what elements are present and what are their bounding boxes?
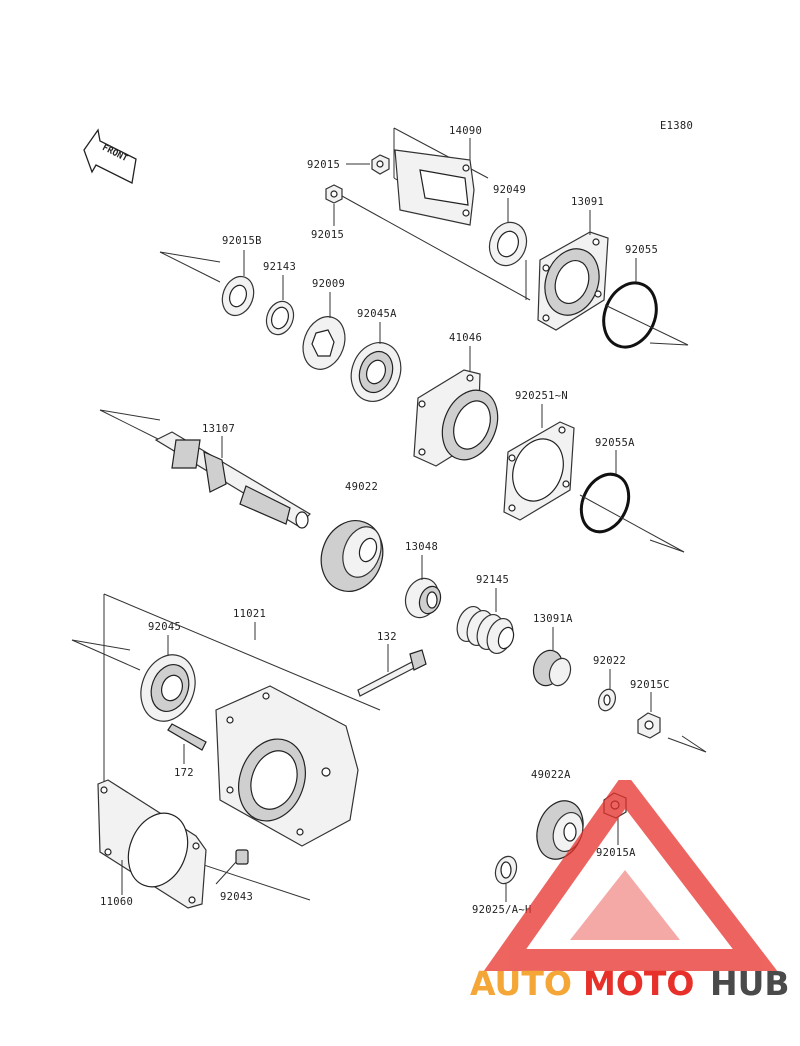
part-92055A-o-ring [579,472,631,534]
part-14090-bracket [393,127,489,226]
part-92145-spring [456,605,515,655]
part-41046-flange-housing [413,369,499,467]
label-92045: 92045 [148,621,181,633]
automotohub-watermark-logo: AUTO MOTO HUB [470,780,790,1003]
front-arrow-icon: FRONT [83,128,137,184]
label-92015B: 92015B [222,235,262,247]
diagram-code: E1380 [660,120,693,132]
label-920251-N: 920251~N [515,390,568,402]
part-92043-dowel-pin [235,849,249,865]
part-92022-washer [597,688,617,712]
label-92055A: 92055A [595,437,635,449]
brand-auto: AUTO [470,964,572,1003]
part-92009-spacer [302,316,346,370]
part-92143-collar [265,300,295,336]
part-92015-nut-top [371,154,390,175]
label-92043: 92043 [220,891,253,903]
part-92015C-nut [637,712,661,739]
brand-moto: MOTO [583,964,694,1003]
part-49022-bevel-gear [320,520,384,592]
label-92145: 92145 [476,574,509,586]
label-92049: 92049 [493,184,526,196]
label-41046: 41046 [449,332,482,344]
label-92022: 92022 [593,655,626,667]
part-92045-ball-bearing [140,654,196,722]
part-11021-case [215,685,359,847]
part-92045A-ball-bearing [350,342,402,402]
label-92015A: 92015A [596,847,636,859]
label-49022A: 49022A [531,769,571,781]
label-92045A: 92045A [357,308,397,320]
label-92015C: 92015C [630,679,670,691]
label-92143: 92143 [263,261,296,273]
part-49022A-gear [536,800,584,860]
part-11060-gasket [97,779,207,909]
label-13091: 13091 [571,196,604,208]
part-92015B-oil-seal [221,275,255,317]
label-49022: 49022 [345,481,378,493]
label-13048: 13048 [405,541,438,553]
label-13091A: 13091A [533,613,573,625]
brand-hub: HUB [710,964,790,1003]
part-13048-coupling [404,577,442,619]
label-13107: 13107 [202,423,235,435]
part-92015-nut-mid [325,184,343,204]
label-11021: 11021 [233,608,266,620]
label-172: 172 [174,767,194,779]
part-13091A-collar [532,649,572,687]
part-13107-drive-shaft [154,431,311,529]
part-13091-bearing-housing [537,231,609,331]
label-11060: 11060 [100,896,133,908]
part-92049-oil-seal [488,221,528,267]
label-92015-top: 92015 [307,159,340,171]
label-92009: 92009 [312,278,345,290]
part-92025-A-H-shim [494,855,518,885]
part-132-bolt [357,649,427,697]
label-92025-A-H: 92025/A~H [472,904,532,916]
label-92015-mid: 92015 [311,229,344,241]
label-92055: 92055 [625,244,658,256]
label-14090: 14090 [449,125,482,137]
label-132: 132 [377,631,397,643]
part-172-stud [167,723,207,751]
part-920251-N-gasket [503,421,575,521]
